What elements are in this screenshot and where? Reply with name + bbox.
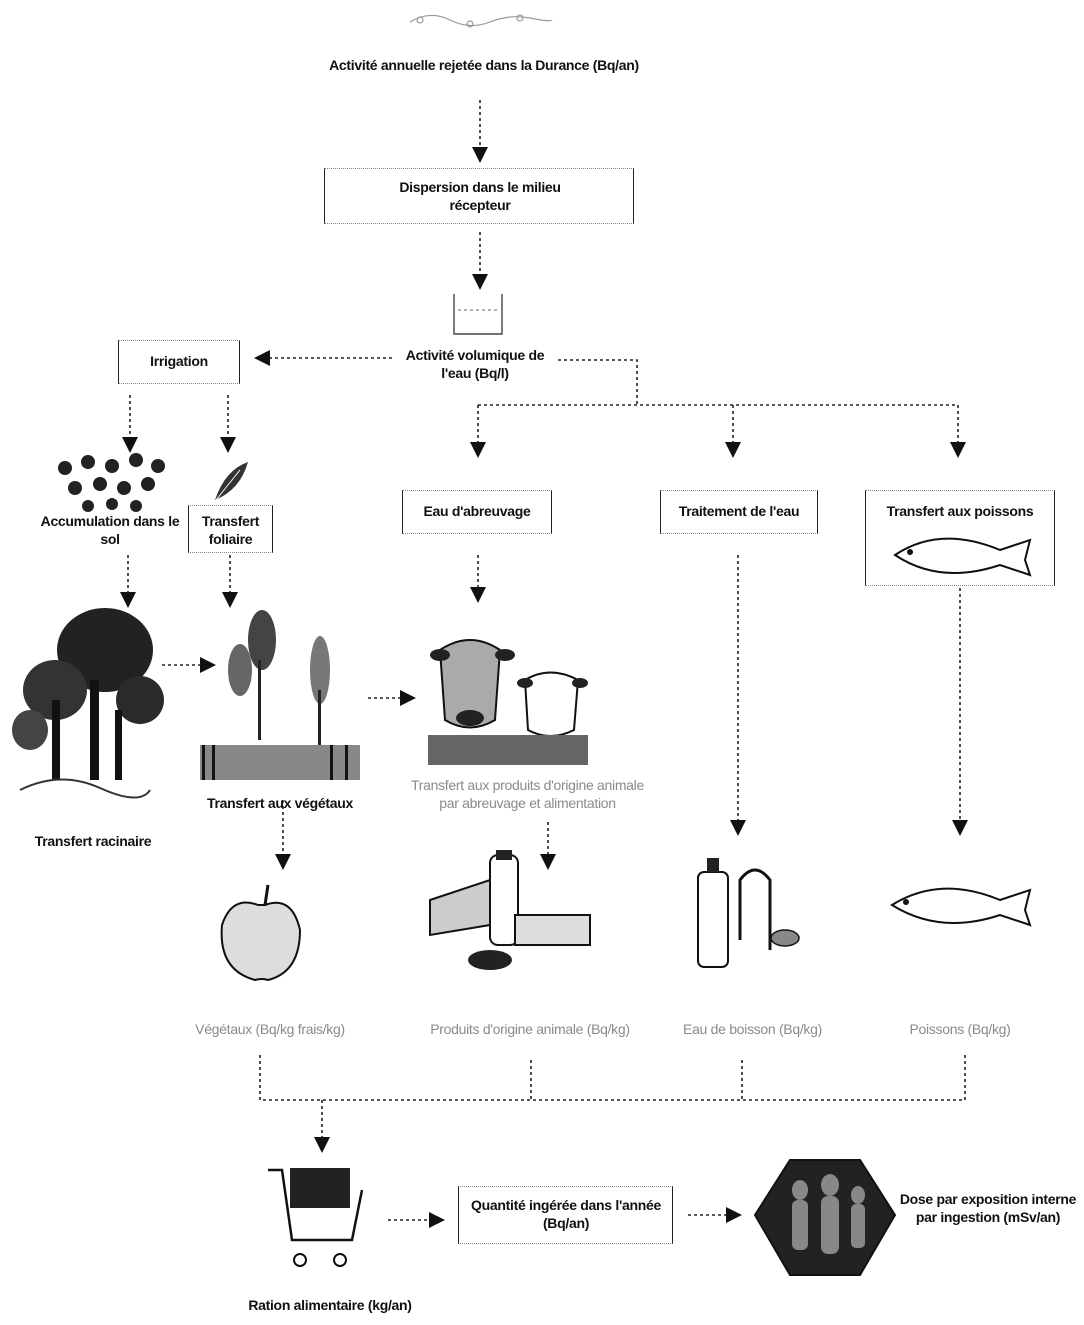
animal-products-label: Produits d'origine animale (Bq/kg)	[430, 1021, 630, 1037]
crops-icon	[200, 610, 360, 780]
drinking-water-label: Eau de boisson (Bq/kg)	[683, 1021, 822, 1037]
ingested-box	[458, 1186, 673, 1244]
dispersion-box	[324, 168, 634, 224]
shopping-cart-icon	[268, 1168, 364, 1267]
soil-accumulation-label: Accumulation dans le sol	[40, 513, 180, 547]
cows-icon	[428, 639, 588, 765]
treatment-box	[660, 490, 818, 534]
irrigation-label: Irrigation	[150, 353, 208, 369]
leaf-icon	[211, 462, 248, 506]
vegetables-label: Végétaux (Bq/kg frais/kg)	[195, 1021, 345, 1037]
watering-label: Eau d'abreuvage	[423, 503, 531, 519]
line-volumic-branch	[558, 359, 638, 405]
human-body-hexagon-icon	[753, 1159, 897, 1276]
volumic-activity-label: Activité volumique de l'eau (Bq/l)	[405, 347, 545, 381]
root-transfer-label: Transfert racinaire	[34, 833, 152, 849]
irrigation-box	[118, 340, 240, 384]
fish-food-icon	[890, 887, 1032, 927]
line-collect	[259, 1055, 966, 1101]
foliar-transfer-label: Transfert foliaire	[201, 513, 260, 547]
dose-label: Dose par exposition interne par ingestio…	[899, 1191, 1077, 1225]
watering-box	[402, 490, 552, 534]
molecule-icon	[409, 14, 553, 28]
apple-icon	[220, 884, 302, 982]
animal-transfer-label: Transfert aux produits d'origine animale…	[411, 777, 644, 811]
water-treatment-label: Traitement de l'eau	[678, 503, 800, 519]
dairy-icon	[429, 850, 591, 970]
trees-icon	[12, 608, 164, 799]
dispersion-label: Dispersion dans le milieu récepteur	[399, 179, 561, 213]
fish-icon	[893, 537, 1032, 577]
diet-label: Ration alimentaire (kg/an)	[248, 1297, 412, 1313]
beaker-icon	[453, 294, 503, 335]
fish-transfer-box	[865, 490, 1055, 586]
top-source-label: Activité annuelle rejetée dans la Duranc…	[329, 57, 639, 73]
water-bottles-icon	[697, 858, 800, 968]
foliar-box	[188, 505, 273, 553]
ingested-quantity-label: Quantité ingérée dans l'année (Bq/an)	[471, 1197, 661, 1231]
fish-transfer-label: Transfert aux poissons	[886, 503, 1034, 519]
fish-food-label: Poissons (Bq/kg)	[909, 1021, 1011, 1037]
plant-transfer-label: Transfert aux végétaux	[207, 795, 353, 811]
soil-particles-icon	[58, 453, 165, 512]
